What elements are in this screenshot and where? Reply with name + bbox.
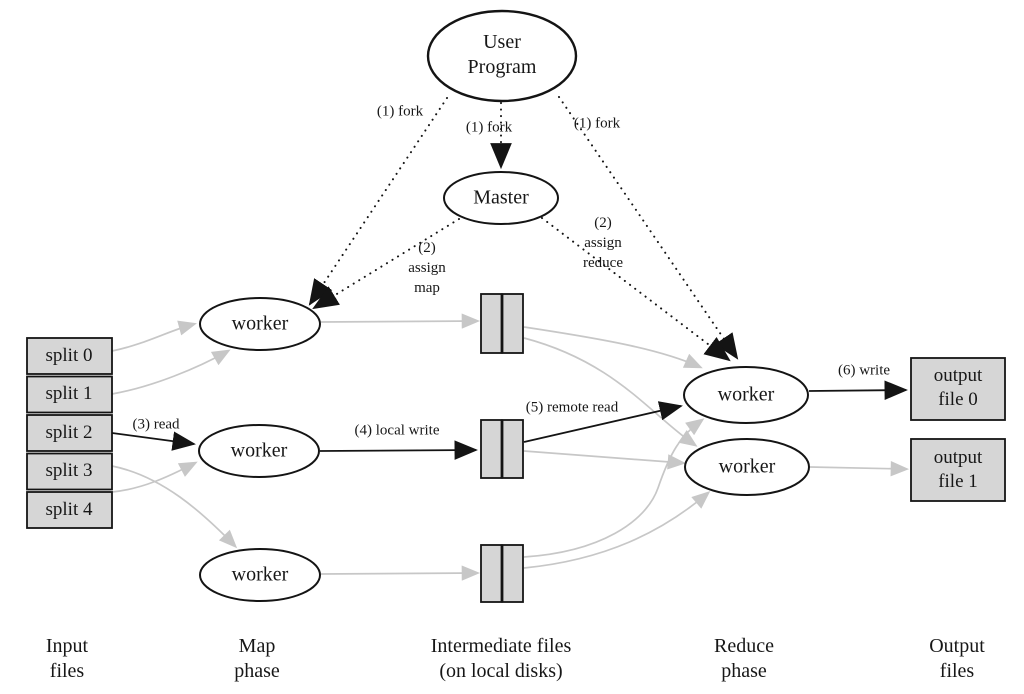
edge-assign-reduce (541, 217, 731, 362)
phase-label-map: Map phase (234, 634, 280, 684)
label-line: file 0 (938, 389, 978, 410)
split-box-4 (26, 491, 113, 529)
edge-fork-left (308, 97, 448, 306)
edge-fork-right (558, 96, 739, 360)
user-program-ellipse (426, 9, 578, 103)
dotted-control-edges (308, 96, 739, 362)
node-shapes (26, 9, 1006, 603)
reduce-worker2-ellipse (684, 438, 810, 496)
edge-read (111, 431, 196, 451)
label-line: reduce (583, 255, 623, 271)
node-label-map-worker3: worker (231, 563, 289, 586)
edge-label-remote-read: (5) remote read (525, 399, 619, 416)
map-worker2-ellipse (198, 424, 320, 478)
split-box-2 (26, 414, 113, 452)
label-line: User (483, 31, 521, 53)
edge-assign-map (312, 218, 460, 310)
edge-label-local-write: (4) local write (354, 422, 440, 439)
output-file1-box (910, 438, 1006, 502)
edge-intermediate3-to-reduce-worker1 (523, 418, 705, 558)
phase-label-input: Input files (46, 634, 88, 684)
output-file0-box (910, 357, 1006, 421)
label-line: files (939, 660, 975, 682)
edge-label-read: (3) read (132, 416, 180, 433)
split-label-4: split 4 (45, 499, 93, 521)
label-line: (2) (594, 215, 612, 231)
edge-label-fork-right: (1) fork (573, 115, 621, 132)
intermediate-file1-cell-right (501, 293, 524, 354)
split-box-0 (26, 337, 113, 375)
edge-split4-to-map-worker2 (111, 461, 198, 493)
black-step-edges (111, 380, 908, 460)
intermediate-file3-cell-right (501, 544, 524, 603)
label-line: Program (467, 56, 537, 78)
node-label-user-program: User Program (468, 30, 537, 80)
label-line: files (49, 660, 85, 682)
edge-intermediate1-to-reduce-worker1 (523, 326, 703, 369)
label-line: (2) (418, 240, 436, 256)
map-worker3-ellipse (199, 548, 321, 602)
node-label-reduce-worker2: worker (718, 455, 776, 478)
split-label-0: split 0 (45, 345, 93, 367)
intermediate-file2-cell-left (480, 419, 503, 479)
edge-label-fork-center: (1) fork (465, 119, 513, 136)
label-line: Map (238, 635, 276, 657)
label-line: output (933, 365, 983, 386)
label-line: Input (45, 635, 89, 657)
node-label-map-worker1: worker (231, 312, 289, 335)
edge-intermediate1-to-reduce-worker2 (523, 337, 698, 447)
label-line: output (933, 447, 983, 468)
label-line: phase (721, 660, 767, 682)
intermediate-file2-cell-right (501, 419, 524, 479)
label-line: phase (234, 660, 280, 682)
label-line: assign (584, 235, 622, 251)
phase-label-intermediate: Intermediate files (on local disks) (431, 634, 572, 684)
edge-map-worker3-to-intermediate3 (320, 565, 481, 581)
split-label-3: split 3 (45, 460, 93, 482)
phase-label-reduce: Reduce phase (714, 634, 774, 684)
master-ellipse (443, 171, 559, 225)
label-line: Output (929, 635, 985, 657)
split-box-3 (26, 452, 113, 491)
gray-flow-edges (111, 313, 910, 581)
edge-reduce-worker2-to-output1 (809, 461, 910, 477)
label-line: Reduce (714, 635, 774, 657)
reduce-worker1-ellipse (683, 366, 809, 424)
edge-local-write (319, 440, 478, 460)
edge-label-assign-reduce: (2) assign reduce (583, 213, 623, 273)
node-label-map-worker2: worker (230, 439, 288, 462)
label-line: (on local disks) (439, 660, 563, 682)
edge-intermediate2-to-reduce-worker2 (523, 450, 687, 470)
node-label-reduce-worker1: worker (717, 383, 775, 406)
edge-map-worker1-to-intermediate1 (320, 313, 481, 329)
edge-split3-to-map-worker3 (111, 465, 238, 549)
split-label-2: split 2 (45, 422, 93, 444)
output-file-label-0: output file 0 (934, 364, 983, 412)
edge-label-fork-left: (1) fork (376, 103, 424, 120)
split-box-1 (26, 375, 113, 414)
edge-label-write: (6) write (837, 362, 891, 379)
label-line: file 1 (938, 471, 978, 492)
edge-write (808, 380, 908, 400)
intermediate-file1-cell-left (480, 293, 503, 354)
edge-label-assign-map: (2) assign map (408, 238, 446, 298)
label-line: map (414, 280, 440, 296)
output-file-label-1: output file 1 (934, 446, 983, 494)
phase-label-output: Output files (929, 634, 985, 684)
split-label-1: split 1 (45, 383, 93, 405)
intermediate-file3-cell-left (480, 544, 503, 603)
edge-remote-read (523, 401, 683, 443)
label-line: assign (408, 260, 446, 276)
edge-split1-to-map-worker1 (111, 349, 231, 395)
label-line: Intermediate files (430, 635, 572, 657)
edge-intermediate3-to-reduce-worker2 (523, 491, 711, 569)
edge-split0-to-map-worker1 (111, 320, 197, 352)
node-label-master: Master (473, 186, 529, 209)
map-worker1-ellipse (199, 297, 321, 351)
